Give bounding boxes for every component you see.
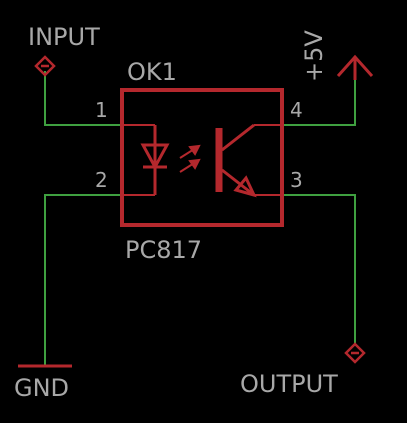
input-port-icon	[34, 55, 56, 77]
gnd-wire	[44, 194, 123, 367]
phototransistor-icon	[215, 123, 257, 198]
output-net-label: OUTPUT	[240, 370, 338, 398]
pin-2-label: 2	[95, 168, 108, 192]
pin-4-label: 4	[290, 98, 303, 122]
gnd-net-label: GND	[14, 374, 69, 402]
pin-1-label: 1	[95, 98, 108, 122]
component-value: PC817	[125, 236, 202, 264]
input-net-label: INPUT	[28, 23, 100, 51]
light-arrows-icon	[179, 144, 201, 173]
vcc-wire	[281, 75, 356, 126]
vcc-net-label: +5V	[300, 30, 328, 82]
output-wire	[281, 194, 356, 345]
led-icon	[140, 125, 170, 195]
output-port-icon	[344, 342, 366, 364]
input-wire	[44, 71, 123, 126]
vcc-arrow-icon	[336, 54, 374, 80]
optocoupler-body	[120, 88, 284, 227]
pin-3-label: 3	[290, 168, 303, 192]
component-reference: OK1	[127, 58, 177, 86]
